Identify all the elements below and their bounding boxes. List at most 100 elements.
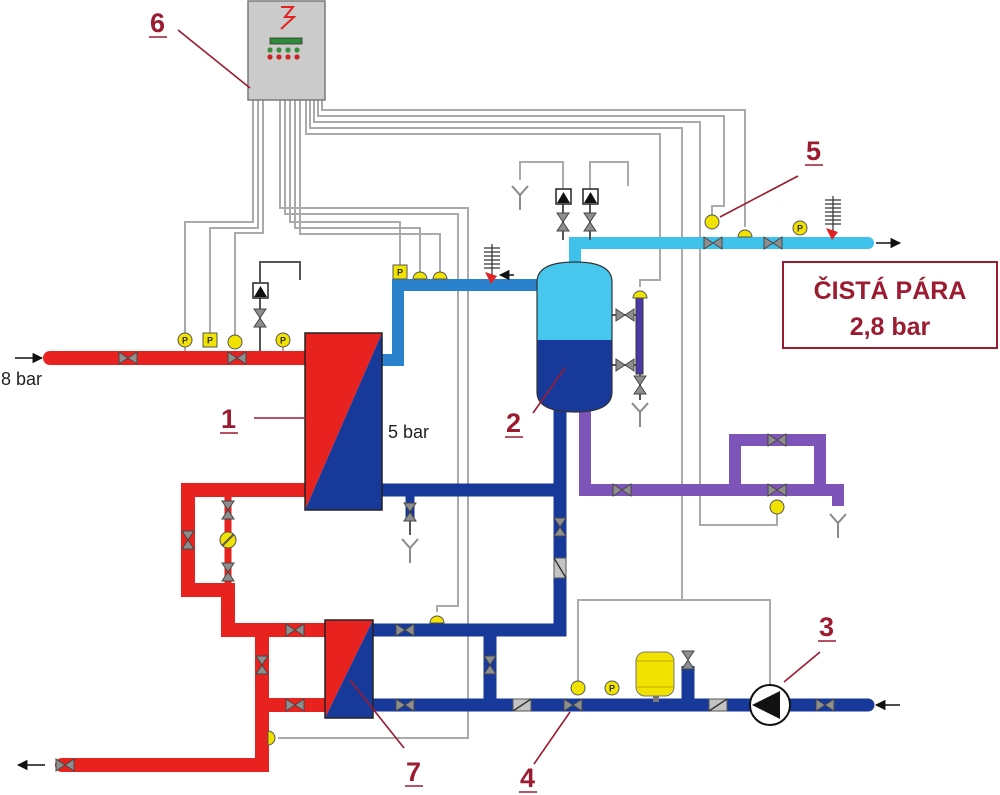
- expansion-tank: [635, 651, 675, 702]
- drain-funnel-icon: [401, 538, 419, 564]
- pressure-transmitter: P: [392, 264, 408, 280]
- pump-icon: [749, 684, 791, 726]
- control-valve-line: [259, 261, 301, 282]
- temperature-probe: [432, 271, 448, 280]
- signal-line: [184, 100, 254, 333]
- callout-5: 5: [719, 136, 823, 218]
- panel-display: [269, 37, 303, 45]
- callout-7: 7: [349, 679, 423, 787]
- valve-icon: [583, 212, 597, 232]
- valve-icon: [681, 650, 695, 670]
- exchanger-pressure-label: 5 bar: [388, 422, 429, 442]
- valve-icon: [556, 212, 570, 232]
- pressure-gauge: P: [792, 220, 808, 236]
- signal-line: [278, 100, 469, 739]
- drain-funnel-icon: [631, 402, 649, 428]
- flow-sensor: [570, 680, 586, 696]
- pressure-gauge: P: [275, 332, 291, 351]
- signal-line: [289, 100, 401, 265]
- gauge-letter: P: [397, 268, 403, 278]
- clean-steam-title: ČISTÁ PÁRA: [814, 275, 967, 305]
- signal-line: [589, 161, 629, 190]
- callout-number: 7: [406, 757, 421, 787]
- valve-icon: [615, 358, 635, 372]
- signal-line: [577, 599, 682, 681]
- signal-line: [294, 100, 421, 272]
- steam-vessel: [536, 261, 613, 413]
- callout-3: 3: [783, 612, 836, 683]
- cold-pipe-vessel-down: [373, 410, 567, 637]
- pressure-gauge: P: [604, 680, 620, 696]
- control-panel: [247, 0, 326, 101]
- drain-funnel-icon: [829, 513, 847, 539]
- gauge-letter: P: [797, 224, 803, 234]
- signal-line: [519, 161, 564, 190]
- valve-icon: [221, 500, 235, 520]
- hot-condensate-pipe: [181, 483, 325, 637]
- level-gauge: [635, 297, 644, 375]
- callout-4: 4: [519, 711, 571, 793]
- pressure-transmitter: P: [202, 332, 218, 348]
- safety-valve-icon: [484, 244, 514, 284]
- signal-line: [299, 100, 441, 272]
- safety-valve-icon: [825, 196, 841, 240]
- pressure-gauge: P: [177, 332, 193, 351]
- signal-line: [284, 100, 459, 612]
- temperature-probe: [412, 271, 428, 280]
- vessel-actuator: [555, 188, 572, 205]
- flow-sensor: [704, 214, 720, 230]
- callout-6: 6: [149, 8, 251, 89]
- check-valve-icon: [512, 698, 532, 712]
- control-valve-actuator: [252, 282, 269, 299]
- valve-icon: [253, 308, 267, 328]
- valve-icon: [221, 562, 235, 582]
- heat-exchanger-7: [324, 619, 374, 719]
- signal-lines: [184, 100, 778, 739]
- signal-line: [209, 100, 259, 333]
- clean-steam-box: ČISTÁ PÁRA 2,8 bar: [782, 261, 998, 349]
- gauge-letter: P: [280, 336, 286, 346]
- gauge-letter: P: [609, 684, 615, 694]
- instruments: P P P P P P: [177, 214, 808, 746]
- temperature-probe: [267, 730, 276, 746]
- thermometer-icon: [219, 531, 237, 549]
- level-probe: [632, 290, 648, 299]
- signal-line: [317, 100, 725, 215]
- temperature-sensor: [227, 334, 243, 350]
- gauge-letter: P: [182, 336, 188, 346]
- conductivity-sensor: [769, 499, 785, 515]
- signal-line: [321, 100, 746, 227]
- callout-number: 5: [806, 136, 821, 166]
- vessel-actuator: [582, 188, 599, 205]
- hot-outlet-pipe: [55, 623, 269, 772]
- signal-line: [234, 100, 264, 335]
- heat-exchanger-1: [304, 332, 383, 511]
- callout-2: 2: [505, 367, 566, 438]
- temperature-probe: [429, 615, 445, 624]
- callout-number: 2: [506, 408, 521, 438]
- blowdown-pipe: [579, 410, 844, 506]
- valve-icon: [633, 375, 647, 395]
- valve-icon: [615, 308, 635, 322]
- callout-number: 1: [221, 404, 236, 434]
- signal-line: [313, 100, 778, 526]
- panel-buttons: [267, 47, 300, 60]
- inlet-pressure-label: 8 bar: [1, 369, 42, 389]
- signal-line: [305, 100, 661, 287]
- blowdown-bypass-pipe: [729, 434, 826, 490]
- clean-steam-pressure: 2,8 bar: [850, 313, 931, 341]
- callout-number: 4: [520, 763, 535, 793]
- callout-number: 6: [150, 8, 165, 38]
- gauge-letter: P: [207, 336, 213, 346]
- check-valve-icon: [553, 557, 567, 579]
- steam-pipe-to-vessel: [382, 279, 540, 366]
- callout-1: 1: [220, 404, 305, 434]
- drain-funnel-icon: [511, 185, 529, 211]
- lightning-icon: [280, 6, 297, 30]
- temperature-probe: [737, 229, 753, 238]
- pipes: [43, 204, 875, 772]
- callout-number: 3: [819, 612, 834, 642]
- check-valve-icon: [708, 698, 728, 712]
- signal-line: [309, 100, 771, 685]
